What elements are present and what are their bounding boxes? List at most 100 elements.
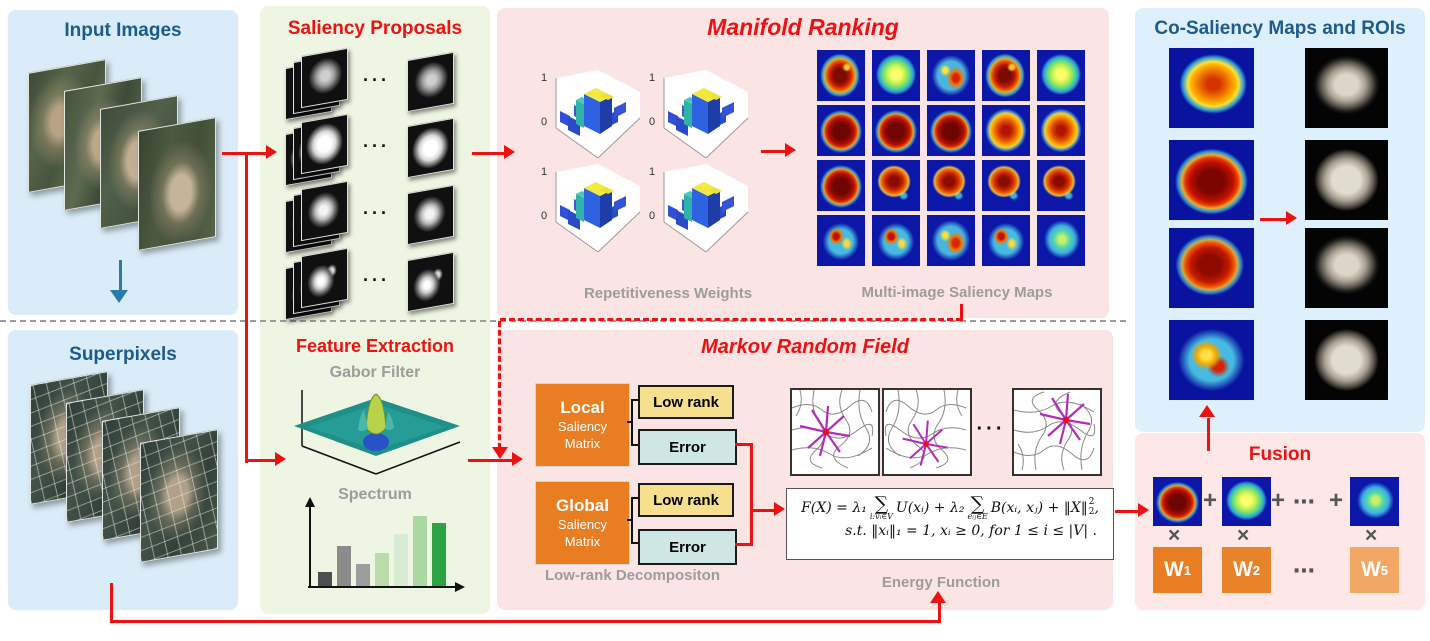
fusion-saliency-map	[1153, 477, 1202, 526]
spectrum-bar	[318, 572, 332, 586]
dashed-divider	[0, 320, 1126, 322]
spectrum-bar	[432, 523, 446, 586]
superpixel-image-tile	[140, 429, 218, 563]
cosaliency-map	[1169, 140, 1254, 220]
repetitiveness-weight-plot: 1 0	[648, 160, 753, 253]
ellipsis-dots: ⋯	[1293, 489, 1315, 514]
gabor-filter-plot	[294, 390, 461, 475]
cosaliency-map	[1169, 320, 1254, 400]
connector-bottom-horizontal	[110, 620, 941, 623]
saliency-map-cell	[927, 215, 975, 266]
low-rank-box: Low rank	[638, 483, 734, 517]
saliency-map-cell	[817, 215, 865, 266]
multi-image-saliency-maps-label: Multi-image Saliency Maps	[861, 284, 1053, 301]
sum-operator: ∑ i:vᵢ∈V	[870, 495, 893, 521]
repetitiveness-weight-plot: 1 0	[540, 160, 645, 253]
weight-subscript: 5	[1380, 562, 1389, 578]
axis-label-zero: 0	[541, 210, 548, 222]
spectrum-x-arrow-icon	[455, 582, 465, 592]
axis-label-one: 1	[649, 72, 656, 84]
bracket-line	[631, 399, 633, 446]
spectrum-bar-chart	[318, 502, 458, 586]
connector-weights-to-maps	[761, 150, 787, 153]
local-saliency-matrix-box: Local Saliency Matrix	[535, 383, 630, 467]
bracket-line	[631, 497, 633, 544]
connector-to-formula	[750, 509, 776, 512]
superpixels-title: Superpixels	[69, 344, 177, 365]
proposal-row: ···	[285, 180, 465, 254]
times-symbol: ×	[1365, 524, 1378, 547]
proposal-map-tile	[301, 180, 348, 242]
proposal-map-tile	[301, 113, 348, 175]
down-arrow-icon	[110, 290, 128, 303]
proposal-row: ···	[285, 113, 465, 187]
bracket-line	[631, 444, 638, 446]
ellipsis-dots: ···	[363, 270, 390, 290]
saliency-map-cell	[872, 160, 920, 211]
saliency-map-cell	[927, 105, 975, 156]
ellipsis-dots: ⋯	[1293, 558, 1315, 583]
roi-image	[1305, 48, 1388, 128]
input-images-title: Input Images	[64, 20, 182, 41]
right-arrow-icon	[774, 502, 785, 516]
connector-superpixels-down	[110, 583, 113, 623]
axis-label-zero: 0	[541, 116, 548, 128]
roi-image	[1305, 140, 1388, 220]
sum-subscript: eᵢⱼ∈E	[967, 512, 988, 521]
superpixel-graph-box	[882, 388, 972, 476]
saliency-map-cell	[872, 105, 920, 156]
saliency-map-cell	[982, 215, 1030, 266]
formula-constraint: s.t. ‖xᵢ‖₁ = 1, xᵢ ≥ 0, for 1 ≤ i ≤ |V| …	[845, 523, 1097, 539]
roi-image	[1305, 228, 1388, 308]
weight-label: W	[1163, 558, 1184, 581]
saliency-map-cell	[1037, 215, 1085, 266]
saliency-map-cell	[817, 160, 865, 211]
saliency-map-cell	[927, 160, 975, 211]
gabor-filter-label: Gabor Filter	[329, 364, 421, 381]
saliency-map-cell	[1037, 50, 1085, 101]
cosaliency-map	[1169, 48, 1254, 128]
weight-subscript: 2	[1252, 562, 1261, 578]
saliency-map-cell	[982, 105, 1030, 156]
saliency-map-cell	[872, 50, 920, 101]
proposal-map-tile	[301, 47, 348, 109]
fusion-saliency-map	[1222, 477, 1271, 526]
plus-symbol: +	[1271, 487, 1286, 514]
proposal-map-tile	[407, 184, 454, 246]
superpixel-graph-box	[1012, 388, 1102, 476]
fusion-saliency-map	[1350, 477, 1399, 526]
weight-label: W	[1232, 558, 1253, 581]
right-arrow-icon	[504, 145, 515, 159]
connector-error-join	[750, 443, 753, 546]
satellite-image-tile	[138, 117, 216, 251]
times-symbol: ×	[1237, 524, 1250, 547]
norm-scripts: 2 2	[1088, 497, 1095, 518]
sum-operator: ∑ eᵢⱼ∈E	[967, 495, 987, 521]
proposal-row: ···	[285, 47, 465, 121]
formula-part: B(xᵢ, xⱼ) + ‖X‖	[990, 500, 1088, 516]
down-arrow-icon	[492, 447, 508, 459]
repetitiveness-weight-plot: 1 0	[648, 66, 753, 159]
ellipsis-dots: ···	[363, 70, 390, 90]
spectrum-bar	[394, 534, 408, 586]
dashed-connector-horizontal	[500, 318, 962, 321]
bracket-line	[631, 542, 638, 544]
formula-part: ,	[1094, 500, 1099, 516]
energy-function-formula: F(X) = λ₁ ∑ i:vᵢ∈V U(xᵢ) + λ₂ ∑ eᵢⱼ∈E B(…	[786, 488, 1114, 560]
spectrum-bar	[356, 564, 370, 586]
norm-subscript: 2	[1088, 507, 1095, 517]
manifold-ranking-title: Manifold Ranking	[707, 14, 899, 40]
proposal-map-tile	[407, 117, 454, 179]
right-arrow-icon	[275, 452, 286, 466]
weight-subscript: 1	[1183, 562, 1192, 578]
right-arrow-icon	[1286, 211, 1297, 225]
saliency-map-cell	[982, 160, 1030, 211]
times-symbol: ×	[1168, 524, 1181, 547]
saliency-map-cell	[872, 215, 920, 266]
roi-image	[1305, 320, 1388, 400]
low-rank-box: Low rank	[638, 385, 734, 419]
matrix-label: Matrix	[564, 534, 601, 550]
connector-feature-to-mrf	[468, 459, 514, 462]
